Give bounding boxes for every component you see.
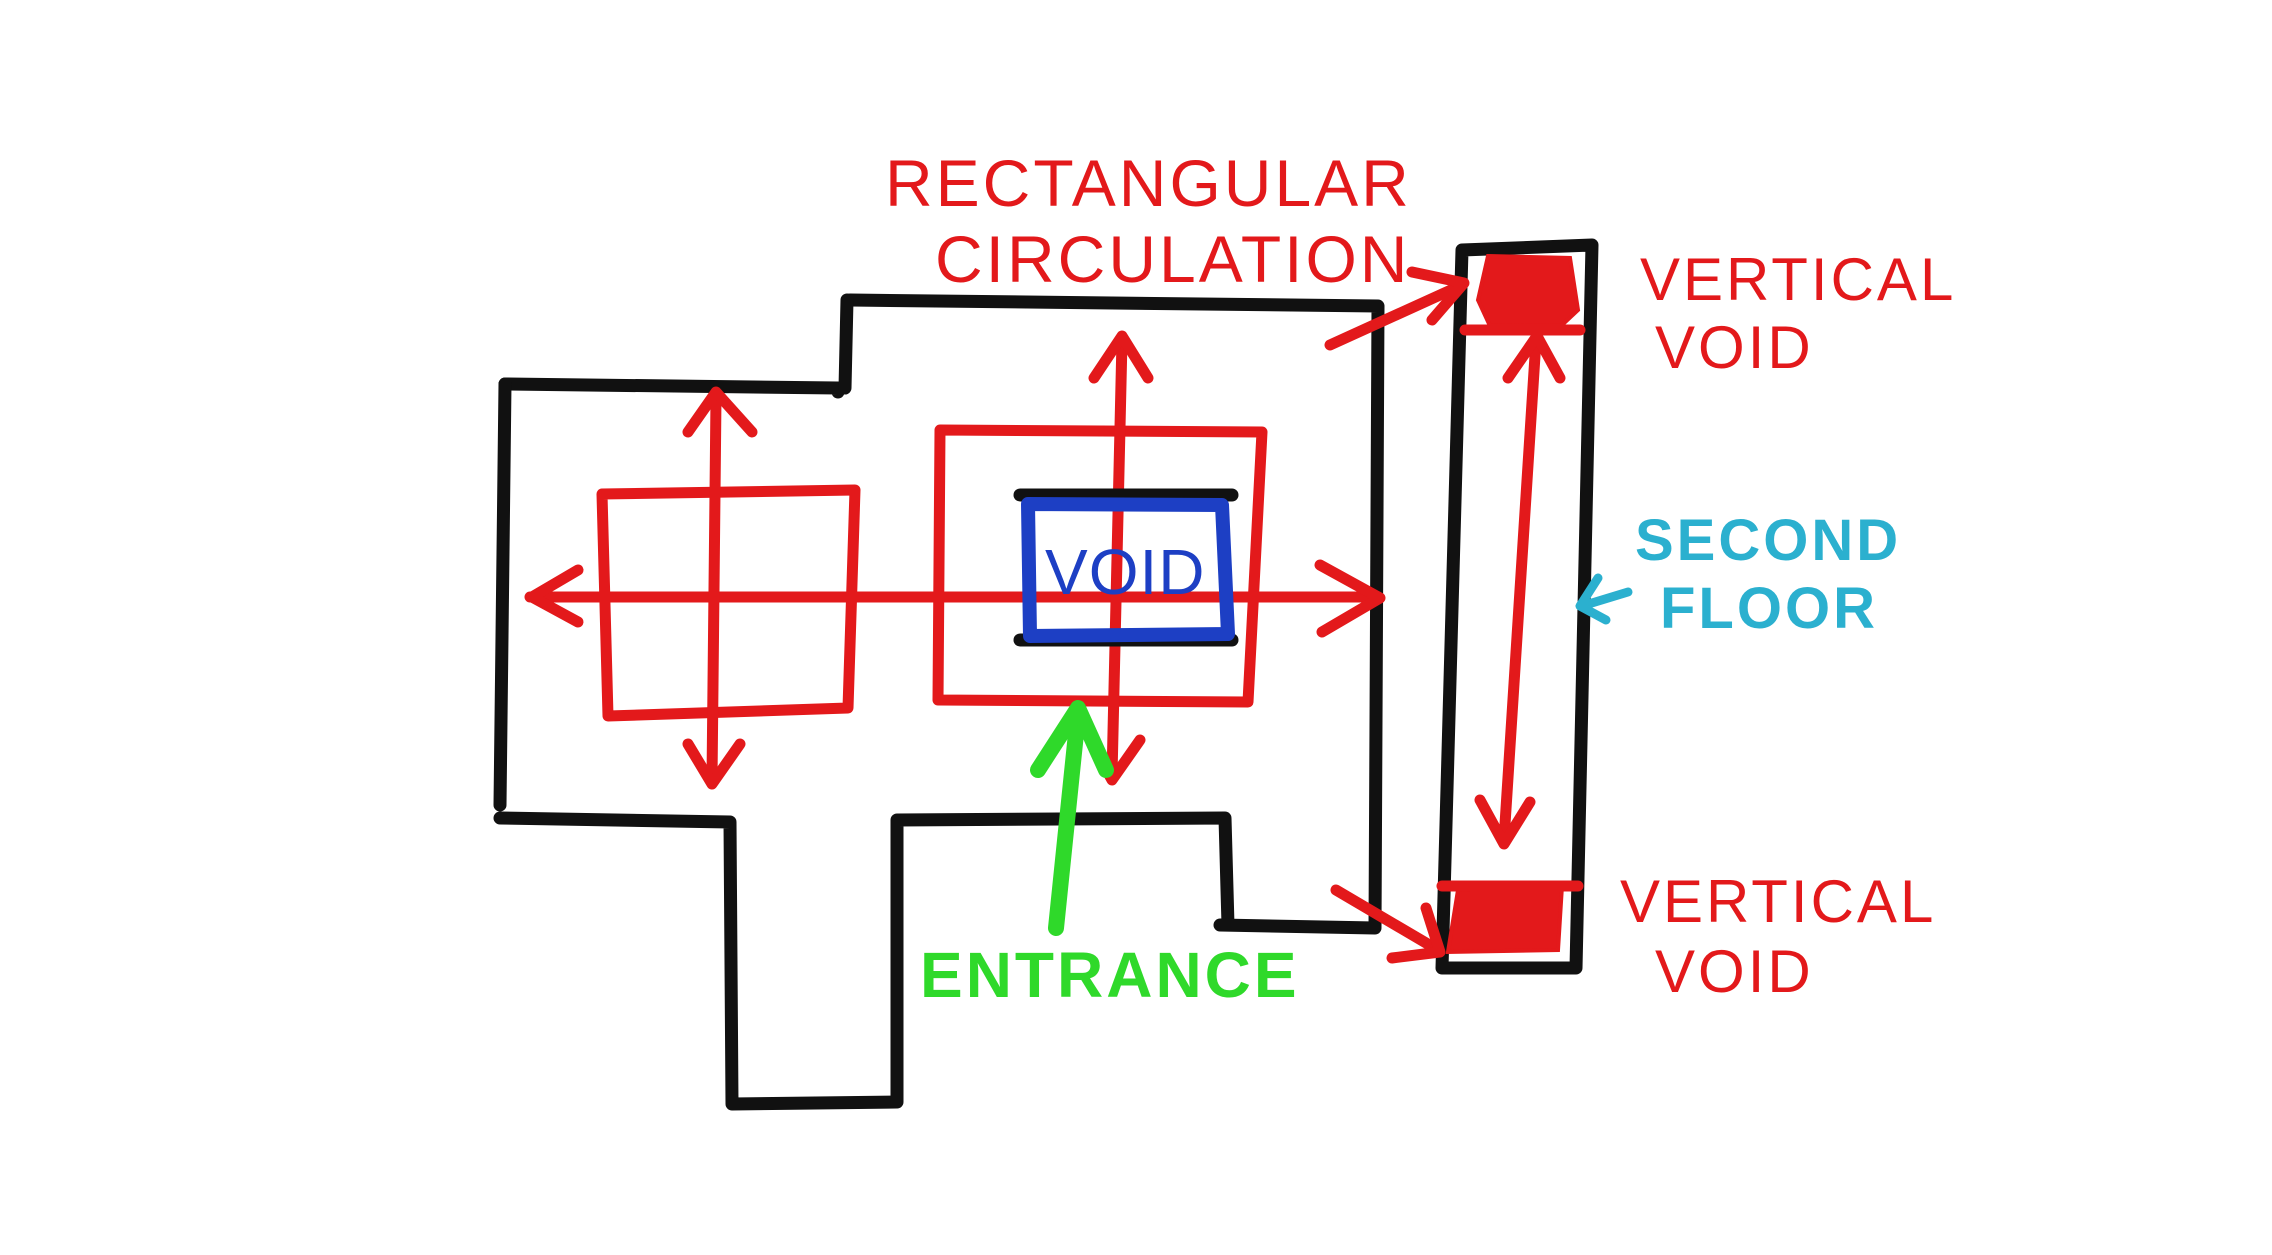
floor-plan-outline — [493, 293, 1385, 1111]
circulation-lines — [524, 266, 1586, 964]
void-label: VOID — [1045, 536, 1206, 608]
second-floor-label-line2: FLOOR — [1660, 576, 1878, 641]
rectangular-circulation-label-line2: CIRCULATION — [935, 222, 1411, 296]
vertical-void-bottom-label-line2: VOID — [1655, 938, 1814, 1005]
entrance-label: ENTRANCE — [920, 939, 1300, 1011]
second-floor-strip — [1435, 238, 1599, 975]
vertical-void-hatch-top — [1475, 253, 1581, 329]
vertical-void-top-label-line2: VOID — [1655, 314, 1814, 381]
vertical-void-bottom-label-line1: VERTICAL — [1620, 868, 1937, 935]
vertical-void-hatch-bottom — [1445, 883, 1565, 955]
void-box — [1013, 488, 1239, 647]
second-floor-arrow — [1575, 573, 1633, 625]
entrance-arrow — [1030, 700, 1114, 936]
vertical-void-top-label-line1: VERTICAL — [1640, 246, 1957, 313]
second-floor-label-line1: SECOND — [1635, 508, 1902, 573]
rectangular-circulation-label-line1: RECTANGULAR — [885, 146, 1412, 220]
